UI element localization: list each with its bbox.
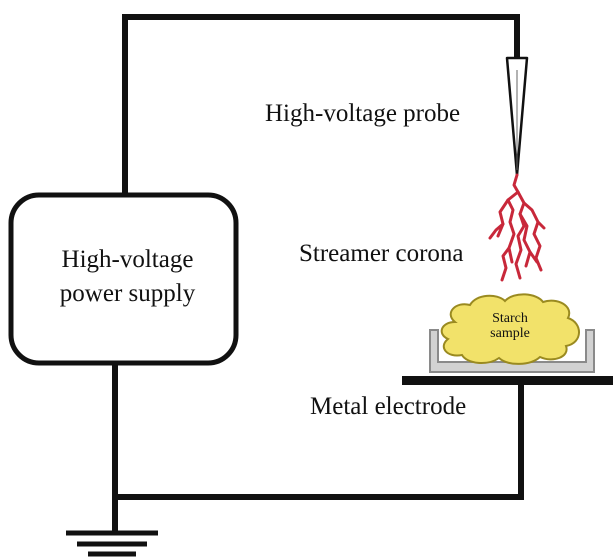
sample-label-line1: Starch [492,311,528,326]
streamer-discharge-icon [488,173,546,282]
top-wire [122,14,520,196]
corona-label: Streamer corona [299,240,464,267]
sample-label-line2: sample [490,326,530,341]
starch-sample-icon [440,293,580,365]
bottom-wire [112,362,524,500]
power-supply-label-line2: power supply [59,280,196,307]
probe-tip-icon [505,56,529,177]
power-supply-label-line1: High-voltage [61,246,194,273]
power-supply-box [8,192,239,366]
probe-label: High-voltage probe [265,100,461,127]
electrode-label: Metal electrode [310,393,467,420]
sample-label: Starch sample [470,311,550,341]
circuit-wires [112,14,524,535]
power-supply-label: High-voltage power supply [25,243,230,311]
metal-electrode-plate [402,376,613,385]
ground-symbol-icon [66,530,158,557]
